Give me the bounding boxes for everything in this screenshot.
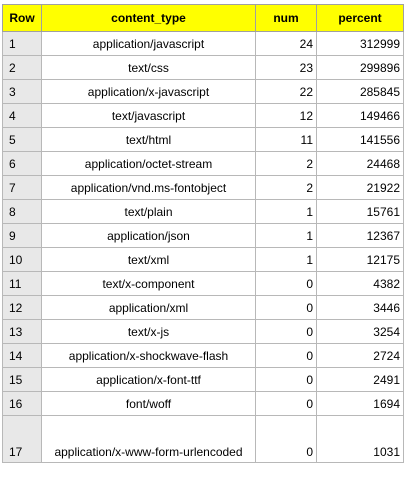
percent-cell: 4382 [316, 271, 404, 296]
content-type-cell: application/x-shockwave-flash [41, 343, 256, 368]
column-header-row[interactable]: Row [2, 4, 42, 32]
percent-cell: 3446 [316, 295, 404, 320]
row-number-cell: 2 [2, 55, 42, 80]
num-cell: 22 [255, 79, 317, 104]
table-row[interactable]: 7 application/vnd.ms-fontobject 2 21922 [2, 175, 404, 200]
row-number-cell: 16 [2, 391, 42, 416]
row-number-cell: 11 [2, 271, 42, 296]
table-row[interactable]: 12 application/xml 0 3446 [2, 295, 404, 320]
table-row[interactable]: 2 text/css 23 299896 [2, 55, 404, 80]
row-number-cell: 8 [2, 199, 42, 224]
num-cell: 1 [255, 247, 317, 272]
percent-cell: 299896 [316, 55, 404, 80]
percent-cell: 285845 [316, 79, 404, 104]
percent-cell: 312999 [316, 31, 404, 56]
num-cell: 12 [255, 103, 317, 128]
content-type-cell: application/x-font-ttf [41, 367, 256, 392]
table-row[interactable]: 3 application/x-javascript 22 285845 [2, 79, 404, 104]
column-header-num[interactable]: num [255, 4, 317, 32]
percent-cell: 15761 [316, 199, 404, 224]
num-cell: 23 [255, 55, 317, 80]
table-row[interactable]: 6 application/octet-stream 2 24468 [2, 151, 404, 176]
content-type-cell: text/css [41, 55, 256, 80]
table-row[interactable]: 9 application/json 1 12367 [2, 223, 404, 248]
row-number-cell: 12 [2, 295, 42, 320]
num-cell: 0 [255, 295, 317, 320]
num-cell: 11 [255, 127, 317, 152]
percent-cell: 12175 [316, 247, 404, 272]
percent-cell: 141556 [316, 127, 404, 152]
row-number-cell: 7 [2, 175, 42, 200]
row-number-cell: 10 [2, 247, 42, 272]
content-type-cell: application/x-javascript [41, 79, 256, 104]
content-type-cell: application/vnd.ms-fontobject [41, 175, 256, 200]
num-cell: 0 [255, 343, 317, 368]
row-number-cell: 17 [2, 415, 42, 463]
num-cell: 1 [255, 223, 317, 248]
table-row[interactable]: 17 application/x-www-form-urlencoded 0 1… [2, 415, 404, 463]
content-type-cell: font/woff [41, 391, 256, 416]
num-cell: 2 [255, 175, 317, 200]
content-type-cell: application/xml [41, 295, 256, 320]
row-number-cell: 1 [2, 31, 42, 56]
row-number-cell: 4 [2, 103, 42, 128]
num-cell: 0 [255, 367, 317, 392]
num-cell: 0 [255, 391, 317, 416]
num-cell: 0 [255, 271, 317, 296]
percent-cell: 21922 [316, 175, 404, 200]
num-cell: 1 [255, 199, 317, 224]
percent-cell: 1031 [316, 415, 404, 463]
content-type-cell: text/html [41, 127, 256, 152]
content-type-cell: text/xml [41, 247, 256, 272]
num-cell: 24 [255, 31, 317, 56]
content-type-cell: text/javascript [41, 103, 256, 128]
content-type-cell: text/plain [41, 199, 256, 224]
table-row[interactable]: 5 text/html 11 141556 [2, 127, 404, 152]
table-row[interactable]: 13 text/x-js 0 3254 [2, 319, 404, 344]
percent-cell: 3254 [316, 319, 404, 344]
row-number-cell: 15 [2, 367, 42, 392]
table-row[interactable]: 15 application/x-font-ttf 0 2491 [2, 367, 404, 392]
content-type-cell: application/json [41, 223, 256, 248]
percent-cell: 12367 [316, 223, 404, 248]
table-row[interactable]: 10 text/xml 1 12175 [2, 247, 404, 272]
content-type-cell: application/octet-stream [41, 151, 256, 176]
column-header-content-type[interactable]: content_type [41, 4, 256, 32]
table-row[interactable]: 1 application/javascript 24 312999 [2, 31, 404, 56]
content-type-cell: text/x-js [41, 319, 256, 344]
column-header-percent[interactable]: percent [316, 4, 404, 32]
row-number-cell: 9 [2, 223, 42, 248]
table-header: Row content_type num percent [2, 4, 404, 32]
row-number-cell: 3 [2, 79, 42, 104]
table-row[interactable]: 14 application/x-shockwave-flash 0 2724 [2, 343, 404, 368]
percent-cell: 149466 [316, 103, 404, 128]
row-number-cell: 13 [2, 319, 42, 344]
percent-cell: 2491 [316, 367, 404, 392]
results-table: Row content_type num percent 1 applicati… [2, 4, 404, 463]
content-type-cell: text/x-component [41, 271, 256, 296]
table-row[interactable]: 11 text/x-component 0 4382 [2, 271, 404, 296]
content-type-cell: application/javascript [41, 31, 256, 56]
table-body: 1 application/javascript 24 312999 2 tex… [2, 31, 404, 463]
num-cell: 0 [255, 415, 317, 463]
results-table-container: Row content_type num percent 1 applicati… [2, 4, 404, 463]
row-number-cell: 6 [2, 151, 42, 176]
num-cell: 0 [255, 319, 317, 344]
num-cell: 2 [255, 151, 317, 176]
table-row[interactable]: 16 font/woff 0 1694 [2, 391, 404, 416]
row-number-cell: 14 [2, 343, 42, 368]
header-row: Row content_type num percent [2, 4, 404, 32]
percent-cell: 1694 [316, 391, 404, 416]
row-number-cell: 5 [2, 127, 42, 152]
table-row[interactable]: 4 text/javascript 12 149466 [2, 103, 404, 128]
percent-cell: 2724 [316, 343, 404, 368]
percent-cell: 24468 [316, 151, 404, 176]
table-row[interactable]: 8 text/plain 1 15761 [2, 199, 404, 224]
content-type-cell: application/x-www-form-urlencoded [41, 415, 256, 463]
